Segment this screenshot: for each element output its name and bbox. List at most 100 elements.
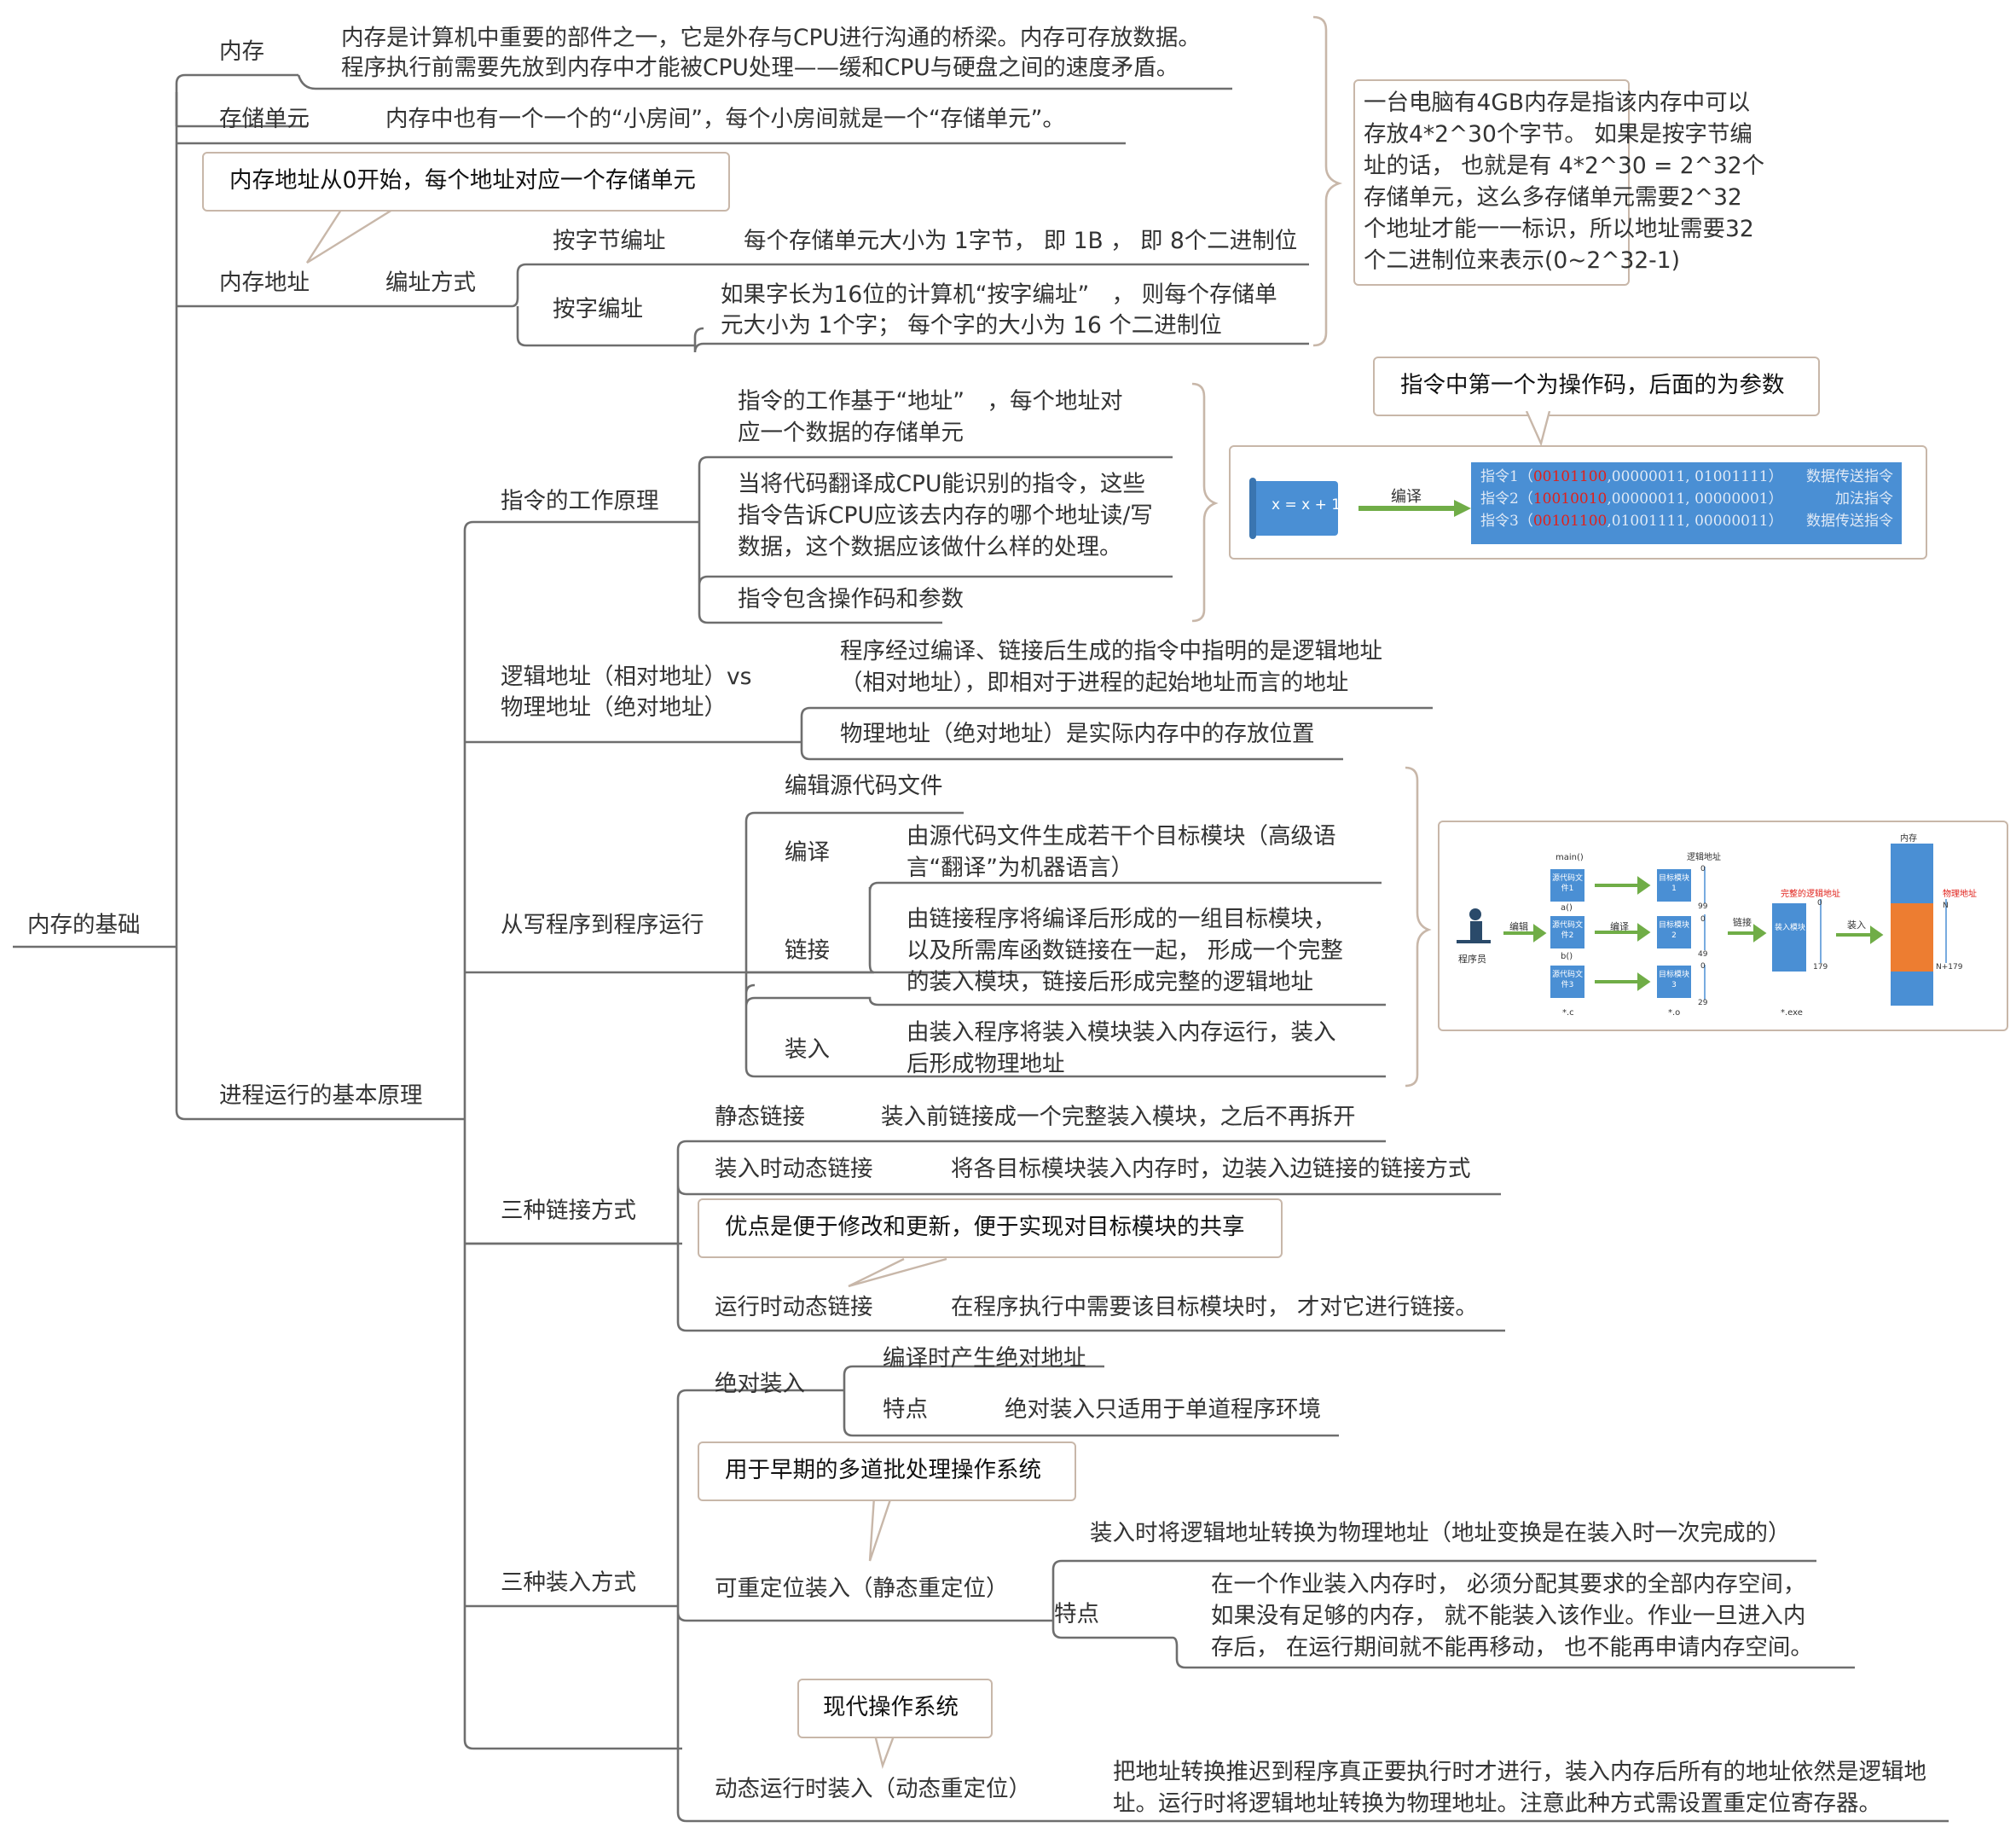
fig-load: 装入 xyxy=(1847,919,1866,931)
instr-desc-2a: 当将代码翻译成CPU能识别的指令，这些 xyxy=(738,471,1145,497)
fig-src: 源代码文件2 xyxy=(1552,921,1584,940)
fig-src: 源代码文件1 xyxy=(1552,874,1584,893)
address-note-line: 个二进制位来表示(0~2^32-1) xyxy=(1364,247,1680,274)
abs-loading-feature-label[interactable]: 特点 xyxy=(883,1396,928,1423)
instr-label[interactable]: 指令的工作原理 xyxy=(501,488,659,514)
storage-unit-label[interactable]: 存储单元 xyxy=(219,106,310,132)
fig-memory: 内存 xyxy=(1900,834,1917,844)
static-linking-desc: 装入前链接成一个完整装入模块，之后不再拆开 xyxy=(881,1104,1356,1130)
instr-callout-text: 指令中第一个为操作码，后面的为参数 xyxy=(1400,372,1785,398)
address-callout-text: 内存地址从0开始，每个地址对应一个存储单元 xyxy=(229,167,696,194)
word-addressing-desc-2: 元大小为 1个字； 每个字的大小为 16 个二进制位 xyxy=(721,312,1222,339)
run-compile-desc-a: 由源代码文件生成若干个目标模块（高级语 xyxy=(907,823,1336,850)
linking-callout-text: 优点是便于修改和更新，便于实现对目标模块的共享 xyxy=(725,1214,1245,1240)
run-link-label[interactable]: 链接 xyxy=(785,937,830,964)
brace-run xyxy=(1405,766,1432,1088)
linking-label[interactable]: 三种链接方式 xyxy=(501,1198,636,1224)
fig-obj: 目标模块1 xyxy=(1659,874,1690,893)
brace-address xyxy=(1312,15,1343,347)
memory-connect xyxy=(297,74,1232,90)
fig-edit: 编辑 xyxy=(1509,921,1528,932)
instr-desc-1a: 指令的工作基于“地址” ，每个地址对 xyxy=(738,388,1123,415)
fig-obj: 目标模块2 xyxy=(1659,921,1690,940)
reloc-branches xyxy=(1051,1559,1855,1669)
dyn-callout-text: 现代操作系统 xyxy=(823,1694,959,1720)
address-callout: 内存地址从0开始，每个地址对应一个存储单元 xyxy=(202,152,730,212)
trunk-level1 xyxy=(175,73,465,1121)
fig-obj: 目标模块3 xyxy=(1659,971,1690,989)
instr-desc-2b: 指令告诉CPU应该去内存的哪个地址读/写 xyxy=(738,502,1153,529)
run-branches xyxy=(744,811,1386,1078)
run-compile-label[interactable]: 编译 xyxy=(785,839,830,866)
logical-label-2[interactable]: 物理地址（绝对地址） xyxy=(501,694,727,721)
reloc-feature-label[interactable]: 特点 xyxy=(1054,1601,1099,1627)
instruction-row: 指令2（10010010,00000011, 00000001） xyxy=(1480,490,1783,508)
loading-label[interactable]: 三种装入方式 xyxy=(501,1569,636,1596)
compile-label: 编译 xyxy=(1391,488,1422,506)
abs-loading-label[interactable]: 绝对装入 xyxy=(715,1371,805,1397)
run-label[interactable]: 从写程序到程序运行 xyxy=(501,912,704,938)
instruction-panel xyxy=(1471,462,1902,544)
run-link-desc-b: 以及所需库函数链接在一起， 形成一个完整 xyxy=(907,937,1343,964)
brace-instr xyxy=(1191,382,1219,623)
run-link-desc-a: 由链接程序将编译后形成的一组目标模块， xyxy=(907,906,1336,932)
reloc-loading-label[interactable]: 可重定位装入（静态重定位） xyxy=(715,1575,1009,1602)
instr-desc-3: 指令包含操作码和参数 xyxy=(738,586,964,612)
linking-branches xyxy=(676,1140,1505,1332)
dyn-loading-label[interactable]: 动态运行时装入（动态重定位） xyxy=(715,1776,1031,1802)
word-addressing-desc-1: 如果字长为16位的计算机“按字编址” ， 则每个存储单 xyxy=(721,281,1277,308)
instr-callout: 指令中第一个为操作码，后面的为参数 xyxy=(1373,357,1820,416)
loadtime-linking-desc: 将各目标模块装入内存时，边装入边链接的链接方式 xyxy=(951,1156,1471,1182)
fig-func: a() xyxy=(1561,903,1573,913)
run-load-label[interactable]: 装入 xyxy=(785,1036,830,1063)
callout-tail-address xyxy=(305,208,393,264)
root-node[interactable]: 内存的基础 xyxy=(27,912,141,938)
fig-full-logical: 完整的逻辑地址 xyxy=(1781,890,1840,899)
byte-addressing-label[interactable]: 按字节编址 xyxy=(553,228,666,254)
address-label[interactable]: 内存地址 xyxy=(219,270,310,296)
loadtime-linking-label[interactable]: 装入时动态链接 xyxy=(715,1156,873,1182)
address-note-line: 存储单元，这么多存储单元需要2^32 xyxy=(1364,184,1742,211)
reloc-callout-text: 用于早期的多道批处理操作系统 xyxy=(725,1457,1041,1483)
instruction-row: 指令1（00101100,00000011, 01001111） xyxy=(1480,468,1783,485)
instr-desc-1b: 应一个数据的存储单元 xyxy=(738,420,964,446)
dyn-loading-desc-2: 址。运行时将逻辑地址转换为物理地址。注意此种方式需设置重定位寄存器。 xyxy=(1113,1790,1881,1817)
dyn-callout: 现代操作系统 xyxy=(797,1679,993,1738)
instr-branches xyxy=(698,455,1173,624)
static-linking-label[interactable]: 静态链接 xyxy=(715,1104,805,1130)
address-mode-label[interactable]: 编址方式 xyxy=(385,270,476,296)
process-label[interactable]: 进程运行的基本原理 xyxy=(219,1082,423,1109)
linking-callout: 优点是便于修改和更新，便于实现对目标模块的共享 xyxy=(698,1198,1283,1258)
memory-label[interactable]: 内存 xyxy=(219,38,264,65)
run-load-desc-b: 后形成物理地址 xyxy=(907,1051,1065,1077)
source-scroll xyxy=(1253,481,1338,536)
memory-desc-line1: 内存是计算机中重要的部件之一，它是外存与CPU进行沟通的桥梁。内存可存放数据。 xyxy=(341,25,1201,51)
address-note-line: 址的话， 也就是有 4*2^30 = 2^32个 xyxy=(1364,153,1765,179)
fig-compile: 编译 xyxy=(1610,921,1629,932)
abs-loading-feature: 绝对装入只适用于单道程序环境 xyxy=(1005,1396,1321,1423)
fig-logical-addr: 逻辑地址 xyxy=(1687,853,1721,862)
logical-desc-1a: 程序经过编译、链接后生成的指令中指明的是逻辑地址 xyxy=(840,638,1382,664)
runtime-linking-label[interactable]: 运行时动态链接 xyxy=(715,1294,873,1320)
run-load-desc-a: 由装入程序将装入模块装入内存运行，装入 xyxy=(907,1019,1336,1046)
callout-tail-linking xyxy=(848,1257,947,1288)
reloc-feature-a: 在一个作业装入内存时， 必须分配其要求的全部内存空间， xyxy=(1211,1571,1806,1598)
fig-src: 源代码文件3 xyxy=(1552,971,1584,989)
storage-unit-desc: 内存中也有一个一个的“小房间”，每个小房间就是一个“存储单元”。 xyxy=(385,106,1065,132)
word-addressing-label[interactable]: 按字编址 xyxy=(553,296,643,322)
instruction-descs: 数据传送指令 加法指令 数据传送指令 xyxy=(1806,468,1893,530)
logical-label-1[interactable]: 逻辑地址（相对地址）vs xyxy=(501,664,752,690)
run-compile-desc-b: 言“翻译”为机器语言） xyxy=(907,855,1133,881)
process-trunk xyxy=(463,520,1053,1750)
loading-branches xyxy=(676,1389,1949,1823)
callout-tail-reloc xyxy=(868,1496,893,1562)
fig-load-module: 装入模块 xyxy=(1775,924,1806,932)
dyn-loading-desc-1: 把地址转换推迟到程序真正要执行时才进行，装入内存后所有的地址依然是逻辑地 xyxy=(1113,1759,1926,1785)
byte-addressing-desc: 每个存储单元大小为 1字节， 即 1B ， 即 8个二进制位 xyxy=(744,228,1298,254)
fig-link: 链接 xyxy=(1733,917,1752,928)
physical-desc: 物理地址（绝对地址）是实际内存中的存放位置 xyxy=(840,721,1315,747)
fig-func: b() xyxy=(1561,952,1573,961)
run-edit: 编辑源代码文件 xyxy=(785,773,943,799)
run-link-desc-c: 的装入模块，链接后形成完整的逻辑地址 xyxy=(907,969,1313,995)
